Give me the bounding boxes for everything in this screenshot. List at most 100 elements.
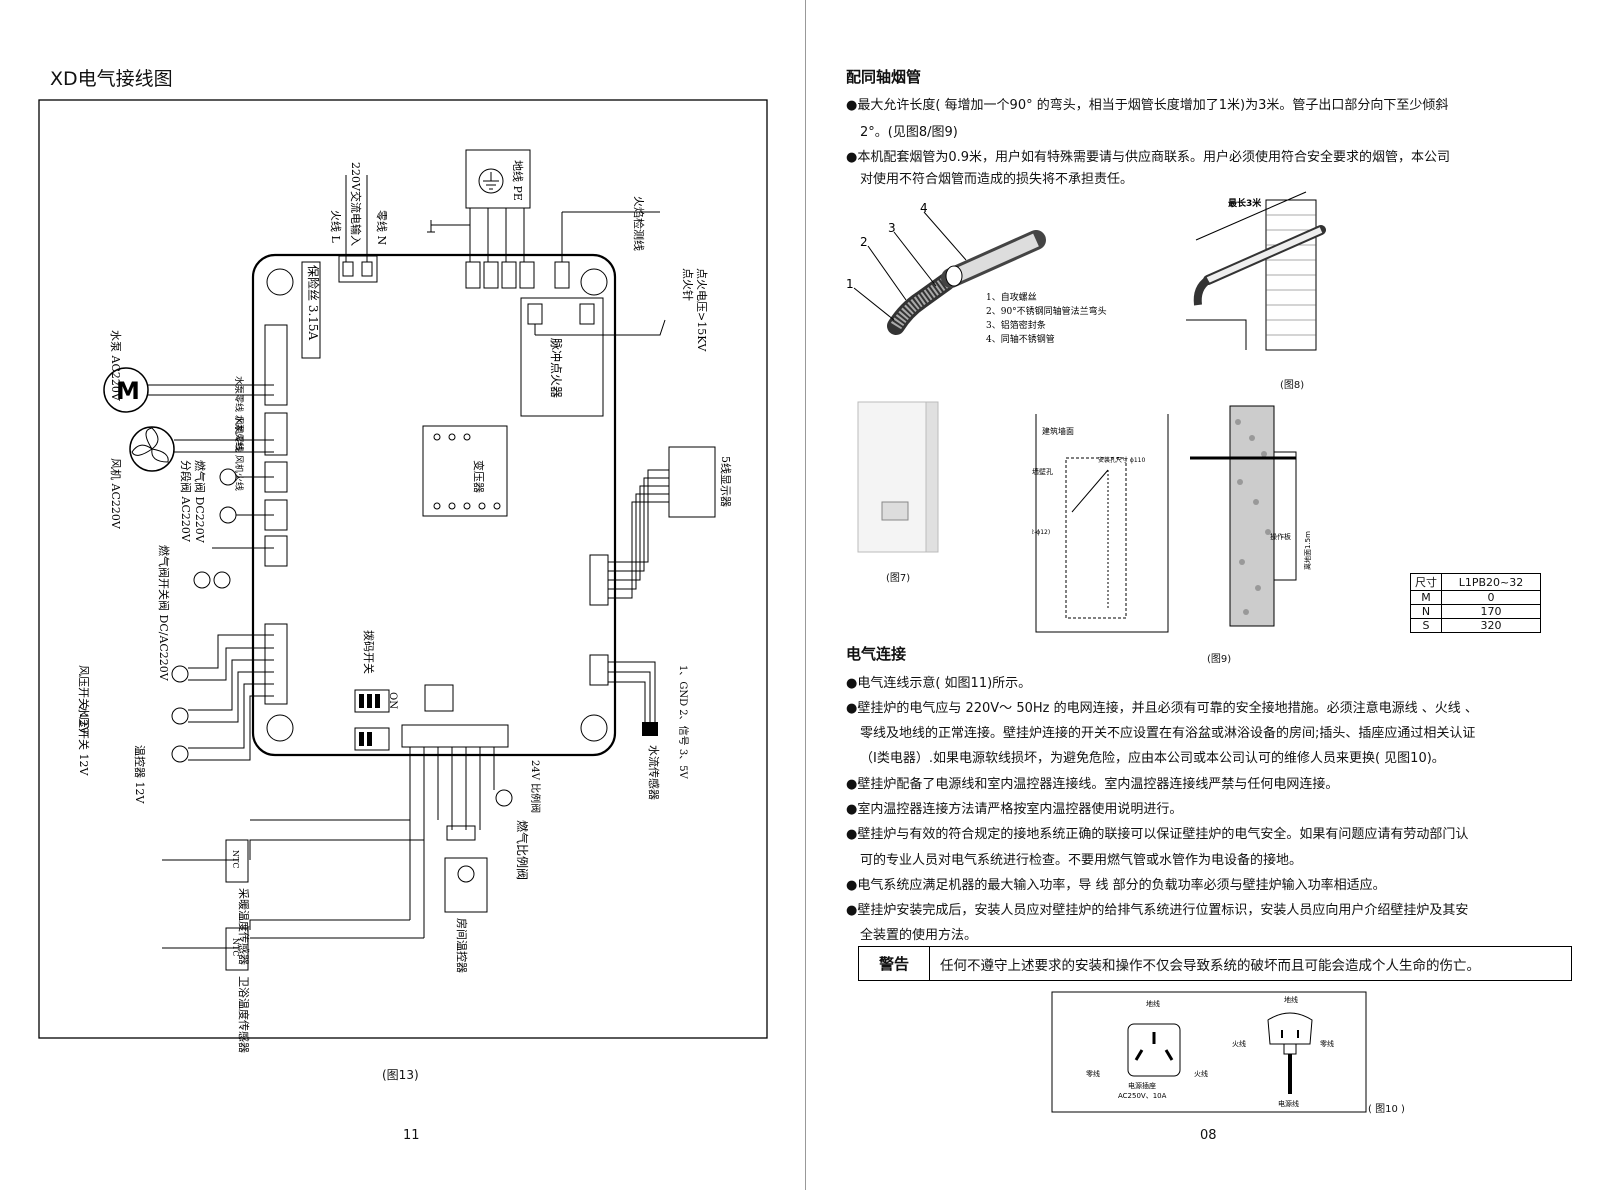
fig8-caption: (图8) — [1280, 380, 1305, 391]
fig9-caption: (图9) — [1207, 654, 1232, 665]
fig10-live-2: 火线 — [1232, 1039, 1246, 1048]
elec-para-7: 可的专业人员对电气系统进行检查。不要用燃气管或水管作为电设备的接地。 — [860, 853, 1303, 868]
gnd-signal-label: 1、GND 2、信号 3、5V — [677, 665, 689, 780]
fig9-panel: 操作板 — [1270, 532, 1291, 541]
part-2: 2、90°不锈钢同轴管法兰弯头 — [986, 305, 1107, 317]
figure-10: 地线 零线 火线 电源插座 AC250V、10A 地线 火线 零线 电源线 — [1051, 991, 1367, 1113]
spec-cell: 0 — [1441, 590, 1541, 605]
page-title: XD电气接线图 — [50, 68, 173, 90]
svg-text:2: 2 — [860, 235, 868, 249]
ntc1-label: NTC — [231, 850, 240, 868]
fig9-wall: 建筑墙面 — [1042, 426, 1074, 436]
spec-cell: S — [1410, 618, 1442, 633]
spec-header-model: L1PB20~32 — [1441, 573, 1541, 591]
page-number: 11 — [403, 1128, 420, 1143]
pulse-igniter-label: 脉冲点火器 — [549, 338, 564, 398]
elec-para-6: ●壁挂炉与有效的符合规定的接地系统正确的联接可以保证壁挂炉的电气安全。如果有问题… — [846, 827, 1469, 842]
warning-box: 警告 任何不遵守上述要求的安装和操作不仅会导致系统的破坏而且可能会造成个人生命的… — [858, 946, 1572, 981]
flue-paragraph-1b: 2°。(见图8/图9) — [860, 125, 958, 140]
fig10-socket-rating: AC250V、10A — [1118, 1092, 1167, 1100]
display-label: 5线显示器 — [719, 456, 733, 507]
fig7-caption: (图7) — [886, 573, 911, 584]
spec-cell: 170 — [1441, 604, 1541, 619]
elec-para-3: （Ⅰ类电器）.如果电源软线损坏，为避免危险，应由本公司或本公司认可的维修人员来更… — [860, 751, 1445, 766]
elec-para-5: ●室内温控器连接方法请严格按室内温控器使用说明进行。 — [846, 802, 1183, 817]
neutral-label: 零线 N — [375, 210, 389, 245]
fig10-caption: ( 图10 ) — [1368, 1104, 1405, 1115]
fig10-earth-2: 地线 — [1284, 995, 1298, 1004]
wind-pressure-switch-label: 风压开关 12V — [77, 665, 91, 735]
fig10-earth-1: 地线 — [1146, 999, 1160, 1008]
spec-cell: 320 — [1441, 618, 1541, 633]
section-title-electrical: 电气连接 — [846, 645, 907, 663]
fan-label: 风机 AC220V — [109, 458, 123, 530]
flue-paragraph-1: ●最大允许长度( 每增加一个90° 的弯头，相当于烟管长度增加了1米)为3米。管… — [846, 98, 1449, 113]
pump-label: 水泵 AC220V — [109, 330, 122, 402]
dhw-sensor-label: 卫浴温度传感器 — [237, 976, 251, 1053]
svg-text:4: 4 — [920, 201, 928, 215]
part-3: 3、铝箔密封条 — [986, 319, 1046, 331]
warning-key: 警告 — [859, 947, 930, 980]
ntc2-label: NTC — [231, 938, 240, 956]
fig9-hole-size: 安装孔尺寸 ϕ110 — [1098, 456, 1146, 464]
fig10-neutral-1: 零线 — [1086, 1069, 1100, 1078]
part-4: 4、同轴不锈钢管 — [986, 333, 1055, 345]
live-label: 火线 L — [329, 210, 343, 243]
dip-on-label: ON — [387, 692, 398, 709]
fuse-label: 保险丝 3.15A — [306, 265, 321, 341]
spec-cell: N — [1410, 604, 1442, 619]
elec-para-10: 全装置的使用方法。 — [860, 928, 978, 943]
flame-detect-label: 火焰检测线 — [632, 196, 646, 251]
figure-caption: (图13) — [382, 1068, 419, 1082]
ignition-pin-label: 点火针 — [681, 268, 695, 301]
gas-valve-label: 燃气阀 DC220V — [193, 460, 207, 544]
page-divider — [805, 0, 806, 1190]
earth-pe-label: 地线 PE — [511, 160, 525, 201]
svg-text:1: 1 — [846, 277, 854, 291]
right-page: 配同轴烟管 ●最大允许长度( 每增加一个90° 的弯头，相当于烟管长度增加了1米… — [806, 0, 1610, 1190]
warning-text: 任何不遵守上述要求的安装和操作不仅会导致系统的破坏而且可能会造成个人生命的伤亡。 — [940, 957, 1480, 974]
water-flow-sensor-label: 水流传感器 — [647, 745, 661, 800]
elec-para-1: ●壁挂炉的电气应与 220V～ 50Hz 的电网连接，并且必须有可靠的安全接地措… — [846, 701, 1478, 716]
left-page: XD电气接线图 220V交流电输入 零线 N 火线 L 保险丝 3.15A 地线… — [38, 68, 768, 1143]
figure-8: 最长3米 — [1186, 191, 1326, 351]
pump-terminals-label: 水泵零线 水泵火线 — [233, 376, 245, 451]
fig9-expansion: 膨胀螺钉孔 (2-ϕ12) — [1032, 528, 1050, 536]
elec-para-4: ●壁挂炉配备了电源线和室内温控器连接线。室内温控器连接线严禁与任何电网连接。 — [846, 777, 1339, 792]
power-input-label: 220V交流电输入 — [349, 162, 363, 246]
fig10-live-1: 火线 — [1194, 1069, 1208, 1078]
fig9-through-hole: 贯通墙壁孔 — [1032, 467, 1053, 476]
elec-para-8: ●电气系统应满足机器的最大输入功率，导 线 部分的负载功率必须与壁挂炉输入功率相… — [846, 878, 1386, 893]
fig10-cord: 电源线 — [1278, 1099, 1299, 1108]
temp-limiter-label: 温控器 12V — [133, 745, 147, 804]
figure-7 — [857, 401, 939, 553]
gas-switch-valve-label: 燃气阀开关阀 DC/AC220V — [157, 545, 171, 682]
figure-9-section: 操作板 离地面1.5m — [1190, 405, 1312, 627]
elec-para-0: ●电气连线示意( 如图11)所示。 — [846, 676, 1032, 691]
fig10-socket: 电源插座 — [1128, 1081, 1156, 1090]
spec-cell: M — [1410, 590, 1442, 605]
gas-prop-valve-label: 燃气比例阀 — [515, 820, 530, 880]
transformer-label: 变压器 — [472, 460, 486, 493]
ignition-hv-label: 点火电压>15KV — [695, 268, 708, 352]
spec-header-size: 尺寸 — [1410, 573, 1442, 591]
wiring-diagram: 220V交流电输入 零线 N 火线 L 保险丝 3.15A 地线 PE 火焰检测… — [38, 99, 768, 1053]
part-1: 1、自攻螺丝 — [986, 291, 1037, 303]
figure-9-template: 建筑墙面 贯通墙壁孔 安装孔尺寸 ϕ110 膨胀螺钉孔 (2-ϕ12) — [1032, 414, 1169, 633]
flue-parts-illustration: 1 2 3 4 1、自攻螺丝 2、90°不锈钢同轴管法兰弯头 3、铝箔密封条 4… — [846, 201, 1107, 345]
elec-para-2: 零线及地线的正常连接。壁挂炉连接的开关不应设置在有浴盆或淋浴设备的房间;插头、插… — [860, 726, 1476, 741]
dip-switch-label: 拨码开关 — [362, 630, 376, 674]
flue-paragraph-2: ●本机配套烟管为0.9米，用户如有特殊需要请与供应商联系。用户必须使用符合安全要… — [846, 150, 1451, 165]
fig10-neutral-2: 零线 — [1320, 1039, 1334, 1048]
fig9-ground: 离地面1.5m — [1303, 531, 1312, 570]
fan-terminals-label: 风机零线 风机火线 — [233, 416, 245, 491]
water-pressure-switch-label: 水压开关 12V — [77, 706, 91, 776]
svg-text:3: 3 — [888, 221, 896, 235]
sectional-valve-label: 分段阀 AC220V — [179, 460, 193, 543]
pump-motor-letter: M — [116, 377, 140, 405]
section-title-flue: 配同轴烟管 — [846, 68, 922, 86]
prop-valve-label: 24V 比例阀 — [529, 760, 542, 813]
elec-para-9: ●壁挂炉安装完成后，安装人员应对壁挂炉的给排气系统进行位置标识，安装人员应向用户… — [846, 903, 1469, 918]
flue-paragraph-2b: 对使用不符合烟管而造成的损失将不承担责任。 — [860, 172, 1134, 187]
